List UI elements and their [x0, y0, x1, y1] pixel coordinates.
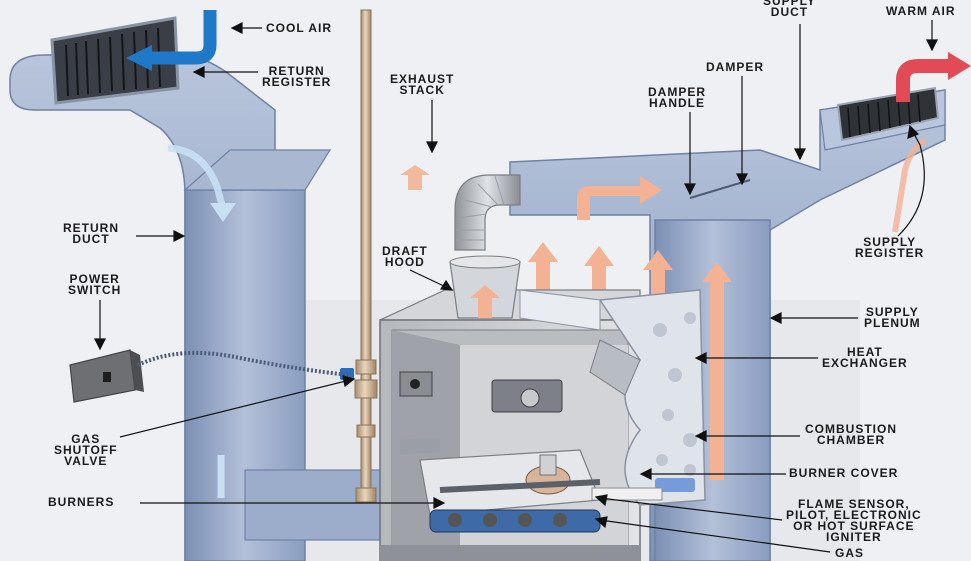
heat-exchanger	[519, 289, 706, 506]
label-exhaust-stack: EXHAUST STACK	[390, 72, 455, 97]
gas-pipe	[340, 9, 378, 503]
label-return-duct: RETURN DUCT	[63, 221, 119, 246]
cool-air-arrow	[126, 10, 217, 71]
return-duct	[9, 54, 386, 561]
label-combustion-chamber: COMBUSTION CHAMBER	[805, 422, 897, 447]
exhaust-flue	[400, 165, 521, 319]
label-damper-handle: DAMPER HANDLE	[648, 85, 707, 110]
power-switch-box	[69, 349, 351, 403]
label-supply-register: SUPPLY REGISTER	[855, 235, 925, 260]
label-return-register: RETURN REGISTER	[262, 64, 332, 89]
label-draft-hood: DRAFT HOOD	[382, 244, 428, 269]
label-burner-cover: BURNER COVER	[789, 466, 899, 480]
warm-airflow-arrows	[528, 176, 732, 480]
label-damper: DAMPER	[706, 60, 765, 74]
label-power-switch: POWER SWITCH	[68, 272, 122, 297]
label-burners: BURNERS	[48, 495, 115, 509]
label-heat-exchanger: HEAT EXCHANGER	[822, 345, 908, 370]
return-register-grille	[50, 16, 180, 105]
leader-lines	[94, 20, 938, 553]
warm-air-arrow	[896, 52, 971, 102]
label-flame-sensor: FLAME SENSOR, PILOT, ELECTRONIC OR HOT S…	[786, 497, 922, 544]
label-warm-air: WARM AIR	[886, 4, 956, 18]
label-gas-shutoff-valve: GAS SHUTOFF VALVE	[54, 432, 118, 468]
label-cool-air: COOL AIR	[266, 21, 333, 35]
label-supply-plenum: SUPPLY PLENUM	[864, 305, 921, 330]
gas-valve-unit	[399, 371, 563, 413]
label-gas: GAS	[835, 546, 865, 560]
label-supply-duct: SUPPLY DUCT	[763, 0, 816, 19]
